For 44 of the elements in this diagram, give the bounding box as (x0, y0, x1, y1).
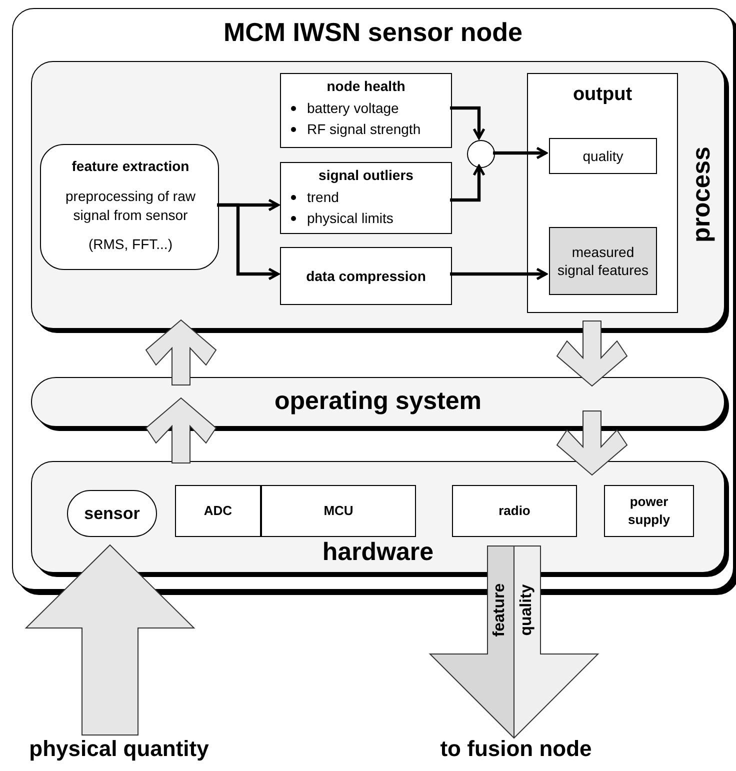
component-box (604, 485, 694, 537)
component-box (549, 138, 657, 174)
caption-text: to fusion node (439, 736, 593, 762)
component-box (452, 485, 577, 537)
frame-title: MCM IWSN sensor node (222, 17, 524, 48)
box-text: preprocessing of raw signal from sensor (64, 187, 196, 225)
bullet-item: trend (285, 188, 339, 207)
box-title: node health (326, 78, 406, 94)
box-text: (RMS, FFT...) (88, 235, 174, 254)
output-item-box (549, 227, 657, 295)
arrow-label: quality (517, 583, 536, 638)
band-title: operating system (273, 387, 482, 416)
arrow (450, 268, 548, 280)
arrow (217, 203, 280, 280)
component-box (175, 485, 261, 537)
bullet-item: RF signal strength (285, 120, 421, 139)
box-label: sensor (83, 504, 141, 522)
component-box (280, 247, 452, 305)
box-label: quality (582, 147, 624, 165)
box-title: signal outliers (318, 167, 414, 183)
caption-text: physical quantity (28, 736, 210, 762)
sensor-pill (67, 490, 157, 537)
junction-circle (467, 140, 495, 168)
arrow (450, 106, 486, 140)
process-box (40, 144, 219, 270)
output-box (527, 73, 678, 313)
process-box (280, 162, 452, 234)
box-label: ADC (202, 502, 234, 520)
bullet-item: physical limits (285, 209, 394, 228)
arrow (450, 164, 486, 202)
panel-title: process (688, 146, 716, 244)
arrow-label: feature (490, 582, 509, 639)
box-title: feature extraction (70, 157, 190, 176)
panel-title: hardware (321, 538, 435, 567)
box-label: data compression (305, 267, 427, 285)
box-title: output (572, 84, 634, 106)
arrow (493, 146, 548, 160)
component-box (261, 485, 416, 537)
box-label: radio (498, 502, 532, 520)
bullet-item: battery voltage (285, 99, 399, 118)
box-label: power supply (627, 493, 671, 529)
process-box (280, 73, 452, 148)
box-label: measured signal features (556, 243, 650, 279)
box-label: MCU (322, 502, 354, 520)
